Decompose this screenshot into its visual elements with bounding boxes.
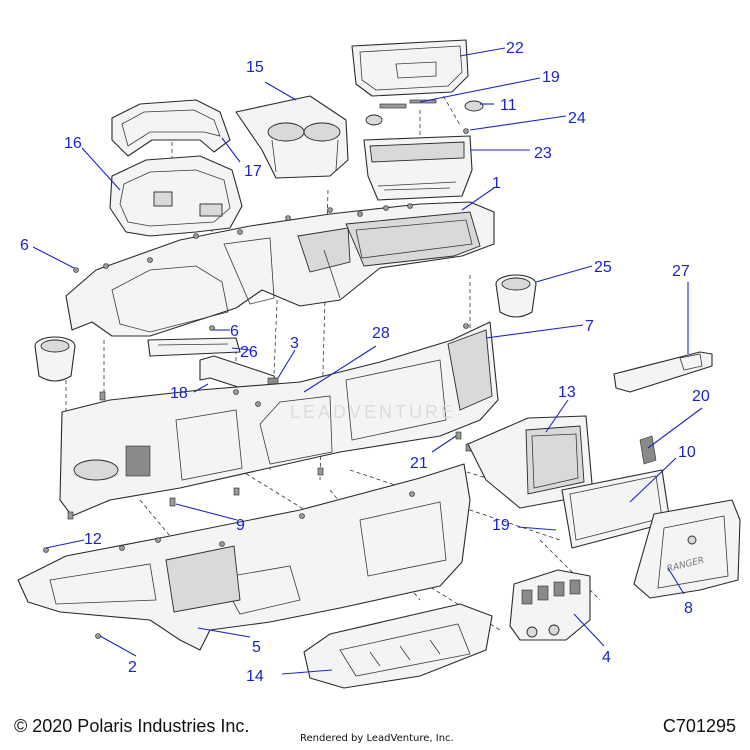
callout-26: 26 [240, 344, 258, 361]
callout-17: 17 [244, 163, 262, 180]
callout-11: 11 [500, 97, 517, 114]
callout-28: 28 [372, 325, 390, 342]
part-8-glovebox-lid: RANGER [633, 499, 741, 599]
callout-3: 3 [290, 335, 299, 352]
callout-19a: 19 [542, 69, 560, 86]
copyright-text: © 2020 Polaris Industries Inc. [14, 716, 250, 736]
callout-1: 1 [492, 175, 501, 192]
callout-7: 7 [585, 318, 594, 335]
callout-22: 22 [506, 40, 524, 57]
dash-screws [73, 203, 469, 331]
part-13-display-housing [467, 415, 593, 509]
leader-lines [32, 47, 703, 675]
callout-16: 16 [64, 135, 82, 152]
part-23-storage-bin [363, 135, 473, 201]
part-22-storage-lid [351, 39, 469, 97]
part-15-cupholder-tray [235, 95, 349, 179]
part-5-lower-dash [17, 463, 471, 651]
part-4-switch-panel [509, 569, 591, 641]
callout-19b: 19 [492, 517, 510, 534]
part-17-gauge-bezel [111, 99, 231, 157]
callout-2: 2 [128, 659, 137, 676]
callout-20: 20 [692, 388, 710, 405]
part-25-cupholder-right [495, 274, 537, 318]
watermark: LEADVENTURE [290, 402, 456, 422]
callout-14: 14 [246, 668, 264, 685]
part-26-plate [147, 337, 241, 357]
callout-27: 27 [672, 263, 690, 280]
callout-13: 13 [558, 384, 576, 401]
callout-23: 23 [534, 145, 552, 162]
part-16-gauge-housing [109, 155, 243, 237]
part-7-dash-frame [59, 321, 499, 517]
callout-6b: 6 [230, 323, 239, 340]
dash-frame-clips [67, 389, 472, 520]
callout-10: 10 [678, 444, 696, 461]
callout-6a: 6 [20, 237, 29, 254]
top-fasteners [365, 99, 484, 134]
part-1-upper-dash [65, 201, 495, 337]
part-20-latch [639, 435, 657, 465]
callout-18: 18 [170, 385, 188, 402]
rendered-by-text: Rendered by LeadVenture, Inc. [300, 733, 454, 744]
callout-8: 8 [684, 600, 693, 617]
part-14-lower-tray [303, 603, 493, 689]
callout-9: 9 [236, 517, 245, 534]
callout-21: 21 [410, 455, 428, 472]
callout-24: 24 [568, 110, 586, 127]
callout-15: 15 [246, 59, 264, 76]
part-27-trim-strip [613, 351, 713, 393]
callout-12: 12 [84, 531, 102, 548]
callout-4: 4 [602, 649, 611, 666]
lower-dash-screws [43, 491, 415, 639]
diagram-code: C701295 [662, 716, 736, 736]
callout-labels: 1 2 3 4 5 6 6 7 8 9 10 11 12 13 14 15 16… [20, 40, 710, 685]
callout-25: 25 [594, 259, 612, 276]
callout-5: 5 [252, 639, 261, 656]
cupholder-left [34, 336, 76, 382]
